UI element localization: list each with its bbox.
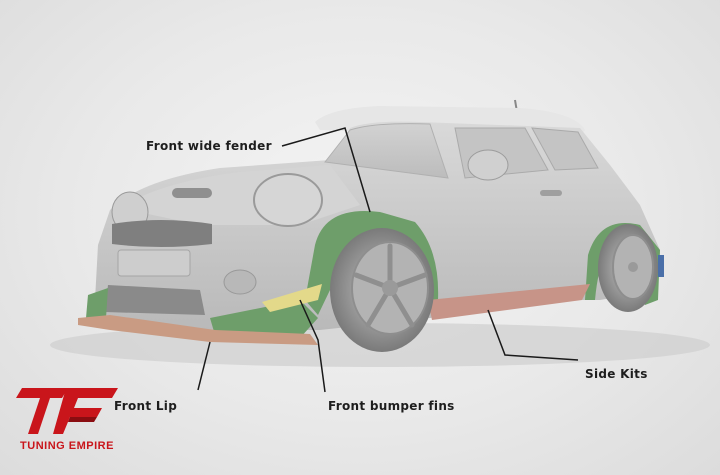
hood-scoop (172, 188, 212, 198)
lower-grille (105, 285, 205, 315)
callout-line-side (487, 309, 579, 361)
fog-light (223, 269, 257, 295)
tuning-empire-logo (16, 388, 118, 434)
headlight-right (253, 173, 323, 227)
logo-t-shape (16, 388, 68, 434)
front-lip (78, 315, 318, 345)
door-handle (540, 190, 562, 196)
front-hub (382, 280, 398, 296)
callout-line-fins (299, 299, 326, 393)
logo-f-shadow (68, 417, 97, 422)
license-plate (117, 249, 191, 277)
callout-line-lip (197, 341, 211, 391)
rear-taillight (658, 255, 664, 277)
logo-wordmark: TUNING EMPIRE (20, 440, 114, 452)
front-bumper-fin (262, 284, 322, 312)
label-front-bumper-fins: Front bumper fins (328, 399, 455, 413)
side-skirt (428, 284, 590, 320)
callout-line-fender (281, 127, 371, 213)
front-bumper-corner (86, 288, 108, 318)
label-front-lip: Front Lip (114, 399, 178, 413)
side-mirror (467, 149, 509, 181)
logo-f-shape (53, 388, 118, 434)
upper-grille (112, 220, 212, 247)
label-side-kits: Side Kits (585, 367, 648, 381)
side-window-rear (531, 127, 599, 171)
front-bumper-side (210, 300, 318, 338)
rear-hub (628, 262, 638, 272)
label-front-wide-fender: Front wide fender (146, 139, 272, 153)
